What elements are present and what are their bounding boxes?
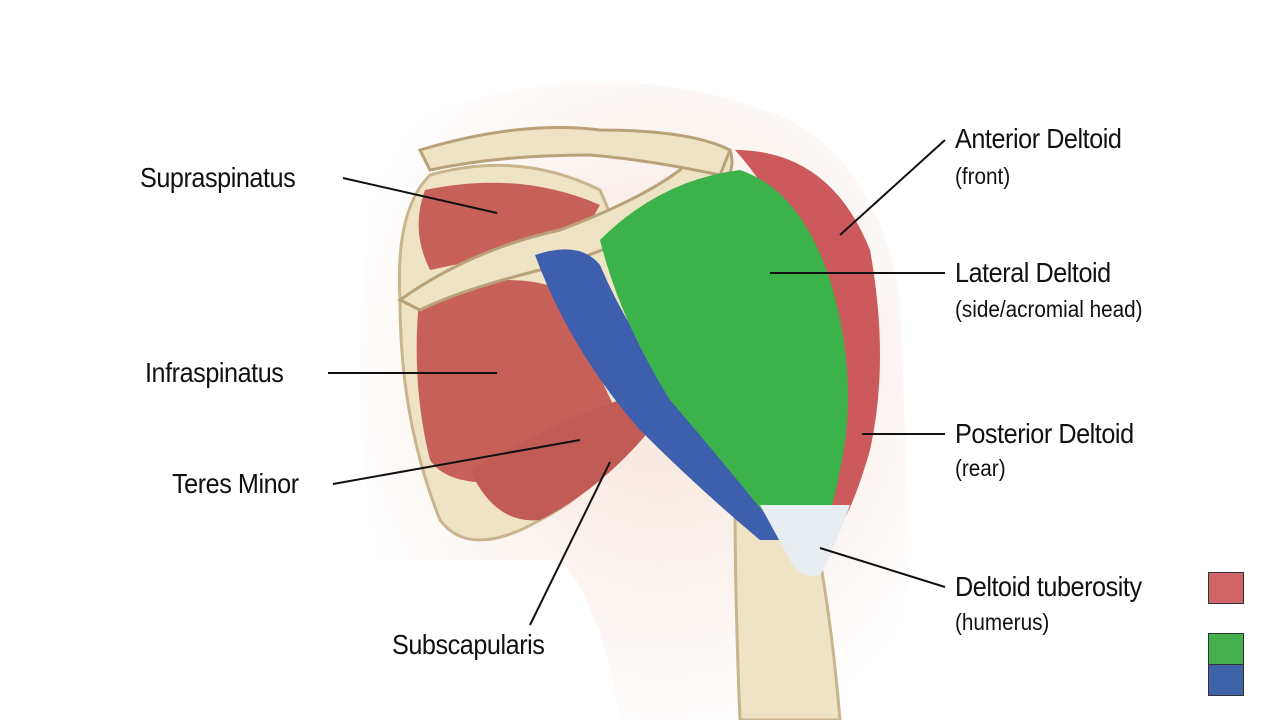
label-anterior-deltoid: Anterior Deltoid — [955, 123, 1122, 154]
leader-deltoid-tuberosity — [819, 547, 946, 588]
label-subscapularis: Subscapularis — [392, 629, 545, 660]
label-teres-minor: Teres Minor — [172, 468, 299, 499]
teres-minor-muscle — [470, 400, 650, 521]
legend-swatch-red — [1208, 572, 1244, 604]
note-lateral-deltoid: (side/acromial head) — [955, 296, 1143, 322]
note-posterior-deltoid: (rear) — [955, 455, 1006, 481]
leader-subscapularis — [529, 461, 611, 626]
note-deltoid-tuberosity: (humerus) — [955, 609, 1050, 635]
legend-swatch-blue — [1208, 664, 1244, 696]
leader-supraspinatus — [342, 177, 498, 214]
subscapularis-tendon-band — [535, 249, 790, 540]
clavicle — [417, 126, 732, 177]
label-supraspinatus: Supraspinatus — [140, 162, 296, 193]
label-posterior-deltoid: Posterior Deltoid — [955, 418, 1134, 449]
leader-teres-minor — [332, 439, 581, 485]
label-deltoid-tuberosity: Deltoid tuberosity — [955, 571, 1142, 602]
lateral-deltoid-muscle — [600, 170, 848, 545]
tendon-insertion — [760, 505, 850, 576]
note-anterior-deltoid: (front) — [955, 163, 1011, 189]
label-infraspinatus: Infraspinatus — [145, 357, 284, 388]
leader-anterior-deltoid — [839, 139, 946, 236]
label-lateral-deltoid: Lateral Deltoid — [955, 257, 1111, 288]
legend-swatch-green — [1208, 633, 1244, 665]
